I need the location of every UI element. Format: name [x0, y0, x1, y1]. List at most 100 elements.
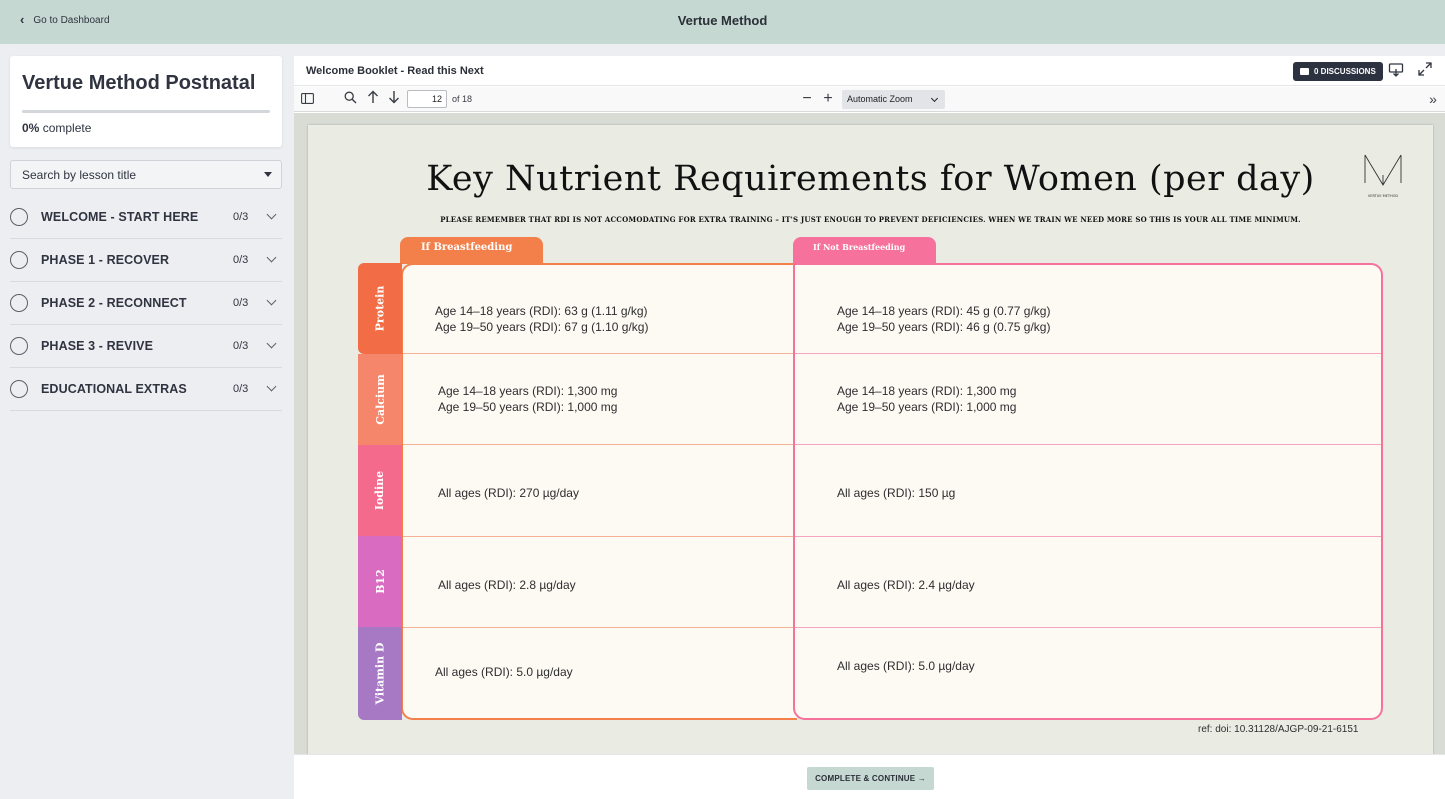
- incomplete-circle-icon: [10, 294, 28, 312]
- section-count: 0/3: [233, 211, 249, 223]
- logo-text: VERTUE METHOD: [1368, 194, 1399, 198]
- back-label: Go to Dashboard: [33, 14, 110, 26]
- incomplete-circle-icon: [10, 208, 28, 226]
- zoom-select[interactable]: Automatic Zoom: [842, 90, 945, 109]
- progress-suffix: complete: [42, 121, 92, 135]
- incomplete-circle-icon: [10, 337, 28, 355]
- section-count: 0/3: [233, 383, 249, 395]
- discussions-label: 0 DISCUSSIONS: [1314, 67, 1376, 76]
- progress-bar: [22, 110, 270, 113]
- chevron-left-icon: ‹: [20, 12, 25, 27]
- zoom-label: Automatic Zoom: [847, 94, 913, 104]
- next-page-icon[interactable]: [386, 90, 402, 108]
- lesson-footer: COMPLETE & CONTINUE →: [294, 754, 1445, 799]
- fullscreen-icon[interactable]: [1416, 62, 1434, 80]
- download-icon[interactable]: [1387, 62, 1405, 80]
- section-phase-2[interactable]: PHASE 2 - RECONNECT 0/3: [10, 282, 282, 325]
- nutrient-name: B12: [373, 569, 387, 594]
- row-divider: [795, 353, 1381, 354]
- app-title: Vertue Method: [677, 13, 768, 28]
- course-title: Vertue Method Postnatal: [22, 72, 256, 94]
- section-phase-3[interactable]: PHASE 3 - REVIVE 0/3: [10, 325, 282, 368]
- section-label: PHASE 2 - RECONNECT: [41, 296, 187, 310]
- chevron-down-icon[interactable]: [266, 295, 277, 306]
- cell-line: Age 19–50 years (RDI): 46 g (0.75 g/kg): [837, 319, 1051, 334]
- nutrient-label-iodine: Iodine: [358, 445, 402, 536]
- tab-if-breastfeeding: If Breastfeeding: [400, 237, 543, 264]
- booklet-subtitle: PLEASE REMEMBER THAT RDI IS NOT ACCOMODA…: [440, 215, 1301, 224]
- row-divider: [403, 627, 797, 628]
- chevron-down-icon[interactable]: [266, 381, 277, 392]
- cell-protein-nbf: Age 14–18 years (RDI): 45 g (0.77 g/kg) …: [837, 304, 1050, 335]
- pdf-canvas[interactable]: Key Nutrient Requirements for Women (per…: [294, 113, 1445, 754]
- nutrient-label-vitamin-d: Vitamin D: [358, 627, 402, 720]
- booklet-title: Key Nutrient Requirements for Women (per…: [426, 159, 1315, 199]
- cell-protein-bf: Age 14–18 years (RDI): 63 g (1.11 g/kg) …: [435, 304, 648, 335]
- cell-calcium-bf: Age 14–18 years (RDI): 1,300 mg Age 19–5…: [438, 384, 617, 415]
- cell-vitamin-d-bf: All ages (RDI): 5.0 µg/day: [435, 665, 573, 681]
- nutrient-name: Iodine: [373, 470, 387, 511]
- cell-line: Age 14–18 years (RDI): 63 g (1.11 g/kg): [435, 304, 648, 318]
- cell-line: All ages (RDI): 2.4 µg/day: [837, 578, 975, 592]
- cell-iodine-bf: All ages (RDI): 270 µg/day: [438, 486, 579, 502]
- search-icon[interactable]: [342, 90, 358, 108]
- cell-iodine-nbf: All ages (RDI): 150 µg: [837, 486, 955, 502]
- pdf-page: Key Nutrient Requirements for Women (per…: [308, 125, 1433, 754]
- discussions-button[interactable]: 0 DISCUSSIONS: [1293, 62, 1383, 81]
- cell-calcium-nbf: Age 14–18 years (RDI): 1,300 mg Age 19–5…: [837, 384, 1016, 415]
- chevron-down-icon[interactable]: [266, 252, 277, 263]
- section-welcome[interactable]: WELCOME - START HERE 0/3: [10, 196, 282, 239]
- go-to-dashboard-link[interactable]: ‹ Go to Dashboard: [20, 12, 110, 27]
- previous-page-icon[interactable]: [365, 90, 381, 108]
- zoom-in-icon[interactable]: +: [823, 90, 833, 107]
- nutrient-name: Calcium: [373, 374, 387, 425]
- incomplete-circle-icon: [10, 380, 28, 398]
- page-total: of 18: [452, 94, 473, 104]
- section-count: 0/3: [233, 297, 249, 309]
- cell-line: Age 14–18 years (RDI): 45 g (0.77 g/kg): [837, 304, 1051, 318]
- chevron-down-icon: [930, 94, 939, 103]
- not-breastfeeding-table: Age 14–18 years (RDI): 45 g (0.77 g/kg) …: [793, 263, 1383, 720]
- caret-down-icon: [264, 172, 272, 177]
- lesson-search-select[interactable]: Search by lesson title: [10, 160, 282, 189]
- section-label: PHASE 3 - REVIVE: [41, 339, 154, 353]
- row-divider: [795, 627, 1381, 628]
- double-chevron-right-icon[interactable]: »: [1429, 91, 1437, 107]
- top-bar: ‹ Go to Dashboard Vertue Method: [0, 0, 1445, 44]
- cell-line: All ages (RDI): 2.8 µg/day: [438, 578, 576, 592]
- pdf-toolbar: 12 of 18 − + Automatic Zoom »: [294, 87, 1445, 112]
- row-divider: [403, 444, 797, 445]
- progress-percent: 0%: [22, 121, 40, 135]
- cell-line: Age 19–50 years (RDI): 1,000 mg: [837, 399, 1017, 414]
- search-placeholder: Search by lesson title: [22, 168, 137, 182]
- tab-if-not-breastfeeding: If Not Breastfeeding: [793, 237, 936, 264]
- section-count: 0/3: [233, 340, 249, 352]
- cell-vitamin-d-nbf: All ages (RDI): 5.0 µg/day: [837, 659, 975, 675]
- row-divider: [403, 536, 797, 537]
- cell-line: All ages (RDI): 5.0 µg/day: [435, 665, 573, 679]
- incomplete-circle-icon: [10, 251, 28, 269]
- section-educational-extras[interactable]: EDUCATIONAL EXTRAS 0/3: [10, 368, 282, 411]
- section-list: WELCOME - START HERE 0/3 PHASE 1 - RECOV…: [10, 196, 282, 411]
- breastfeeding-table: Age 14–18 years (RDI): 63 g (1.11 g/kg) …: [401, 263, 797, 720]
- course-progress-card: Vertue Method Postnatal 0% complete: [10, 56, 282, 147]
- cell-line: All ages (RDI): 270 µg/day: [438, 486, 579, 500]
- row-divider: [795, 444, 1381, 445]
- chevron-down-icon[interactable]: [266, 338, 277, 349]
- complete-and-continue-button[interactable]: COMPLETE & CONTINUE →: [807, 767, 934, 790]
- section-label: WELCOME - START HERE: [41, 210, 199, 224]
- chevron-down-icon[interactable]: [266, 209, 277, 220]
- cell-b12-bf: All ages (RDI): 2.8 µg/day: [438, 578, 576, 594]
- nutrient-label-b12: B12: [358, 536, 402, 627]
- row-divider: [795, 536, 1381, 537]
- document-title: Welcome Booklet - Read this Next: [306, 65, 484, 77]
- zoom-out-icon[interactable]: −: [802, 90, 812, 107]
- cell-line: Age 19–50 years (RDI): 1,000 mg: [438, 399, 618, 414]
- cell-line: Age 14–18 years (RDI): 1,300 mg: [837, 384, 1017, 398]
- cell-line: Age 19–50 years (RDI): 67 g (1.10 g/kg): [435, 319, 649, 334]
- nutrient-name: Vitamin D: [373, 642, 387, 705]
- page-number-input[interactable]: 12: [407, 90, 447, 108]
- sidebar-toggle-icon[interactable]: [299, 90, 315, 108]
- section-phase-1[interactable]: PHASE 1 - RECOVER 0/3: [10, 239, 282, 282]
- lesson-viewer: Welcome Booklet - Read this Next 0 DISCU…: [294, 56, 1445, 799]
